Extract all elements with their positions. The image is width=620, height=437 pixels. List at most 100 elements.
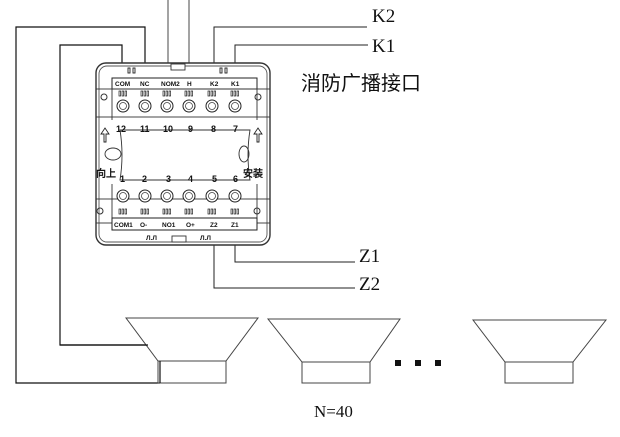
terminal-number: 3 xyxy=(166,174,171,184)
terminal-pin xyxy=(121,90,124,97)
terminal-screw-icon xyxy=(182,189,196,203)
screw-icon xyxy=(100,93,108,101)
terminal-label-z2: Z2 xyxy=(210,222,218,229)
terminal-pin xyxy=(124,208,127,215)
terminal-pin xyxy=(165,90,168,97)
terminal-label-no1: NO1 xyxy=(162,222,176,229)
terminal-label-k2: K2 xyxy=(210,81,219,88)
terminal-pin xyxy=(233,90,236,97)
terminal-pin xyxy=(165,208,168,215)
terminal-pin xyxy=(190,208,193,215)
terminal-pin xyxy=(230,208,233,215)
terminal-pin xyxy=(146,208,149,215)
terminal-pin xyxy=(184,90,187,97)
label-z1: Z1 xyxy=(359,246,380,267)
terminal-screw-inner xyxy=(163,102,171,110)
terminal-number: 7 xyxy=(233,124,238,134)
terminal-pin xyxy=(236,208,239,215)
wire-k2 xyxy=(213,26,367,75)
terminal-label-nom2: NOM2 xyxy=(161,81,180,88)
terminal-number: 1 xyxy=(120,174,125,184)
terminal-number: 4 xyxy=(188,174,193,184)
terminal-pin xyxy=(233,208,236,215)
terminal-screw-inner xyxy=(185,102,193,110)
terminal-pin xyxy=(140,90,143,97)
terminal-pin xyxy=(230,90,233,97)
terminal-pin xyxy=(207,90,210,97)
terminal-number: 12 xyxy=(116,124,126,134)
terminal-screw-inner xyxy=(231,192,239,200)
terminal-number: 5 xyxy=(212,174,217,184)
screw-icon xyxy=(254,93,262,101)
speaker-1 xyxy=(125,317,259,384)
terminal-screw-inner xyxy=(119,102,127,110)
wire-nc-to-speaker xyxy=(15,26,160,384)
terminal-number: 2 xyxy=(142,174,147,184)
label-k2: K2 xyxy=(372,6,395,27)
terminal-screw-icon xyxy=(160,99,174,113)
terminal-pin xyxy=(190,90,193,97)
label-z2: Z2 xyxy=(359,274,380,295)
terminal-pin xyxy=(236,90,239,97)
terminal-number: 6 xyxy=(233,174,238,184)
terminal-pin xyxy=(140,208,143,215)
label-k1: K1 xyxy=(372,36,395,57)
terminal-pin xyxy=(143,208,146,215)
orientation-left-label: 向上 xyxy=(96,167,116,180)
terminal-pin xyxy=(162,90,165,97)
terminal-screw-icon xyxy=(116,189,130,203)
terminal-pin xyxy=(187,208,190,215)
terminal-label-k1: K1 xyxy=(231,81,240,88)
svg-text:Л.Л: Л.Л xyxy=(200,235,211,242)
terminal-pin xyxy=(187,90,190,97)
terminal-label-com1: COM1 xyxy=(114,222,133,229)
terminal-pin xyxy=(118,208,121,215)
terminal-number: 11 xyxy=(140,124,150,134)
terminal-pin xyxy=(213,90,216,97)
terminal-pin xyxy=(162,208,165,215)
terminal-label-h: H xyxy=(187,81,192,88)
terminal-pin xyxy=(184,208,187,215)
speaker-2 xyxy=(266,318,401,384)
terminal-screw-icon xyxy=(160,189,174,203)
up-arrow-icon xyxy=(253,127,263,143)
terminal-number: 10 xyxy=(163,124,173,134)
orientation-right-label: 安装 xyxy=(243,167,263,180)
terminal-label-o-plus: O+ xyxy=(186,222,195,229)
terminal-screw-icon xyxy=(116,99,130,113)
terminal-pin xyxy=(143,90,146,97)
terminal-pin xyxy=(121,208,124,215)
terminal-label-o-minus: O- xyxy=(140,222,147,229)
terminal-screw-inner xyxy=(208,192,216,200)
terminal-pin xyxy=(168,90,171,97)
screw-icon xyxy=(96,207,104,215)
interface-title: 消防广播接口 xyxy=(301,71,421,95)
speaker-n xyxy=(471,319,608,384)
terminal-screw-icon xyxy=(182,99,196,113)
terminal-label-nc: NC xyxy=(140,81,150,88)
terminal-pin xyxy=(118,90,121,97)
terminal-screw-inner xyxy=(185,192,193,200)
terminal-screw-inner xyxy=(231,102,239,110)
terminal-screw-icon xyxy=(228,99,242,113)
speaker-count-label: N=40 xyxy=(314,402,353,421)
terminal-screw-icon xyxy=(205,189,219,203)
terminal-number: 8 xyxy=(211,124,216,134)
terminal-screw-inner xyxy=(141,192,149,200)
terminal-screw-inner xyxy=(119,192,127,200)
up-arrow-icon xyxy=(100,127,110,143)
terminal-screw-inner xyxy=(163,192,171,200)
svg-text:Л.Л: Л.Л xyxy=(146,235,157,242)
terminal-screw-icon xyxy=(228,189,242,203)
terminal-screw-inner xyxy=(141,102,149,110)
broadcast-module: Л.Л Л.Л 向上 安装 COM NC NOM2 H K2 K1 12 11 … xyxy=(95,62,271,246)
terminal-pin xyxy=(124,90,127,97)
terminal-pin xyxy=(210,208,213,215)
terminal-pin xyxy=(210,90,213,97)
terminal-label-com: COM xyxy=(115,81,130,88)
terminal-screw-inner xyxy=(208,102,216,110)
terminal-label-z1: Z1 xyxy=(231,222,239,229)
terminal-pin xyxy=(146,90,149,97)
wire-z2 xyxy=(213,232,355,289)
